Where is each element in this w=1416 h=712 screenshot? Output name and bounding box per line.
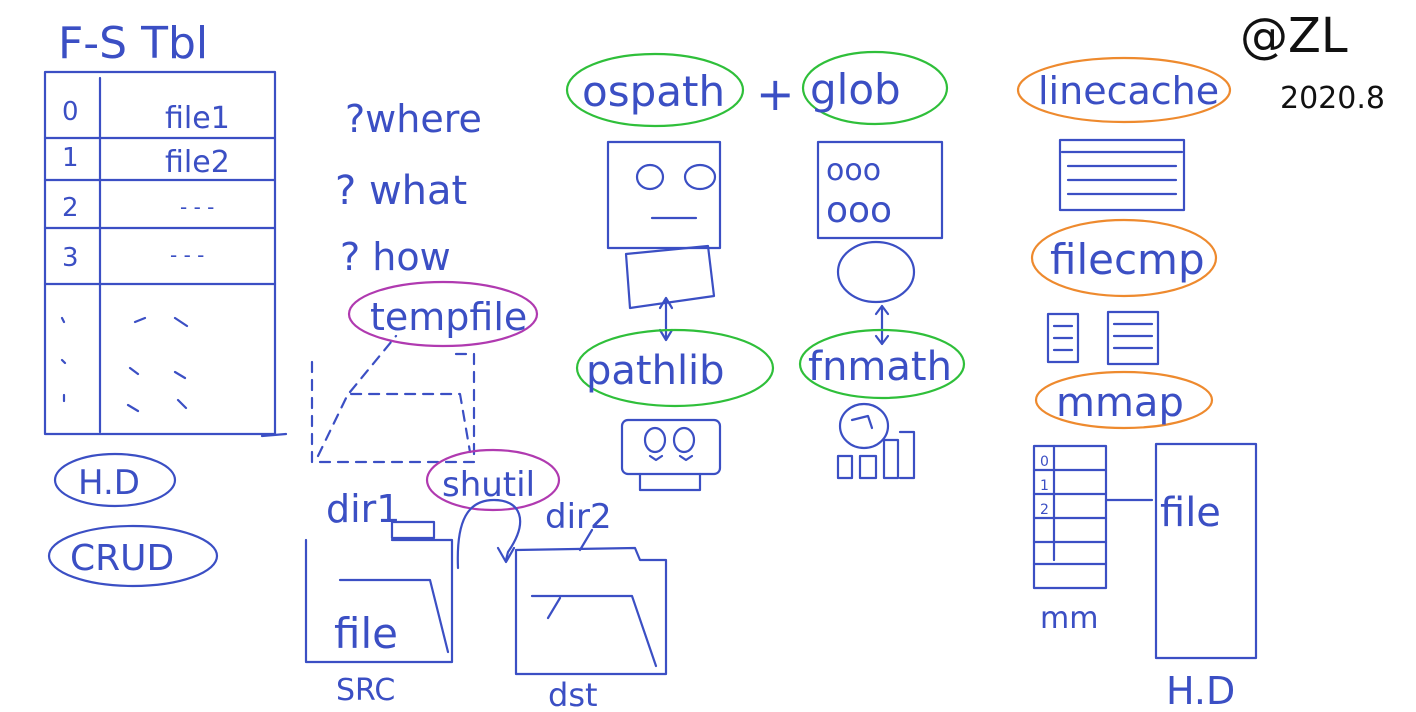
crud-badge: CRUD (70, 538, 174, 579)
filecmp-circle (1030, 218, 1218, 298)
mmap-row-index: 1 (1040, 478, 1049, 494)
pathlib-circle (575, 328, 775, 408)
glob-circle (801, 50, 949, 126)
hd-badge: H.D (78, 463, 140, 503)
pathlib-eye-icon (672, 426, 696, 454)
question-where: ?where (345, 97, 482, 141)
path-modules-section: ospath + glob ooo ooo pathlib fnmath (565, 50, 966, 492)
tempfile-section: tempfile (310, 280, 539, 464)
hd-badge-circle (53, 452, 177, 508)
shutil-label: shutil (442, 465, 535, 505)
pathlib-label: pathlib (586, 348, 725, 394)
mmap-file-label: file (1160, 490, 1221, 536)
mmap-row-index: 2 (1040, 502, 1049, 518)
fs-table-index: 2 (62, 193, 79, 223)
mmap-memory-cells-icon (1032, 444, 1108, 566)
dst-folder-icon (514, 528, 668, 676)
fs-table-index: 0 (62, 97, 79, 127)
ospath-pathlib-arrow-icon (658, 296, 674, 342)
fnmatch-clock-icon (838, 402, 890, 450)
ospath-eye-icon (683, 163, 717, 191)
glob-pattern-row-icon: ooo (826, 190, 892, 231)
ospath-monitor-icon (606, 140, 722, 250)
signature-date: 2020.8 (1280, 81, 1385, 116)
linecache-doc-icon (1058, 138, 1186, 212)
fs-table-section: F-S Tbl 0 file1 1 file2 2 - - - 3 - - - … (43, 18, 288, 588)
fnmatch-clock-hands-icon (850, 414, 874, 430)
fs-table-name: - - - (170, 243, 204, 267)
mmap-hd-caption: H.D (1166, 669, 1235, 712)
src-folder-tab (390, 520, 436, 540)
copy-arrow-icon (456, 498, 522, 570)
dst-caption: dst (548, 676, 598, 712)
src-caption: SRC (336, 673, 395, 708)
pathlib-mouth-icon (648, 454, 694, 462)
ospath-eye-icon (635, 163, 665, 191)
fnmatch-files-icon (836, 430, 916, 480)
filecmp-doc-b-lines-icon (1112, 322, 1154, 350)
filecmp-doc-a-icon (1046, 312, 1080, 364)
fs-table-name: - - - (180, 195, 214, 219)
question-how: ? how (340, 235, 451, 279)
pathlib-eye-icon (643, 426, 667, 454)
glob-fnmatch-arrow-icon (874, 304, 890, 346)
shutil-circle (425, 448, 561, 512)
questions-section: ?where ? what ? how (335, 97, 482, 279)
question-what: ? what (335, 168, 467, 214)
src-file-label: file (334, 609, 398, 658)
ospath-base-icon (624, 244, 716, 310)
fnmatch-label: fnmath (808, 344, 952, 390)
fs-table-frame (43, 70, 277, 436)
ospath-circle (565, 52, 745, 128)
fs-table-empty-scribbles (60, 316, 288, 438)
fs-table-name: file2 (165, 145, 230, 180)
pathlib-monitor-icon (620, 418, 722, 476)
dst-dir-label: dir2 (545, 497, 612, 537)
crud-badge-circle (47, 524, 219, 588)
fs-table-index: 3 (62, 243, 79, 273)
src-folder-icon (304, 538, 454, 664)
mmap-row-index: 0 (1040, 454, 1049, 470)
mmap-mm-caption: mm (1040, 601, 1098, 636)
filecmp-label: filecmp (1050, 235, 1205, 284)
glob-monitor-icon (816, 140, 944, 240)
filecmp-doc-b-icon (1106, 310, 1160, 366)
glob-pattern-row-icon: ooo (826, 153, 881, 188)
linecache-label: linecache (1038, 69, 1219, 113)
mmap-label: mmap (1056, 380, 1184, 426)
file-tools-section: linecache filecmp mmap 0 1 2 mm file H.D (1016, 56, 1258, 712)
ospath-label: ospath (582, 67, 725, 116)
mmap-circle (1034, 370, 1214, 430)
mmap-disk-file-icon (1154, 442, 1258, 660)
glob-label: glob (810, 65, 901, 114)
copy-arrow-head-icon (496, 546, 516, 564)
mmap-memory-icon (1032, 444, 1108, 590)
shutil-section: shutil dir1 file SRC dir2 dst (304, 448, 668, 712)
fnmatch-circle (798, 328, 966, 400)
glob-ball-icon (836, 240, 916, 304)
fs-table-index: 1 (62, 143, 79, 173)
tempfile-label: tempfile (370, 295, 527, 339)
pathlib-stand-icon (638, 472, 702, 492)
temp-folder-dashed-icon (310, 334, 476, 464)
linecache-lines-icon (1060, 150, 1184, 196)
filecmp-doc-a-lines-icon (1052, 324, 1074, 352)
signature: @ZL 2020.8 (1240, 8, 1385, 116)
fs-table-title: F-S Tbl (58, 18, 208, 69)
signature-author: @ZL (1240, 8, 1348, 64)
tempfile-circle (347, 280, 539, 348)
linecache-circle (1016, 56, 1232, 124)
src-dir-label: dir1 (326, 487, 400, 531)
plus-sign: + (756, 67, 795, 121)
fs-table-name: file1 (165, 101, 230, 136)
